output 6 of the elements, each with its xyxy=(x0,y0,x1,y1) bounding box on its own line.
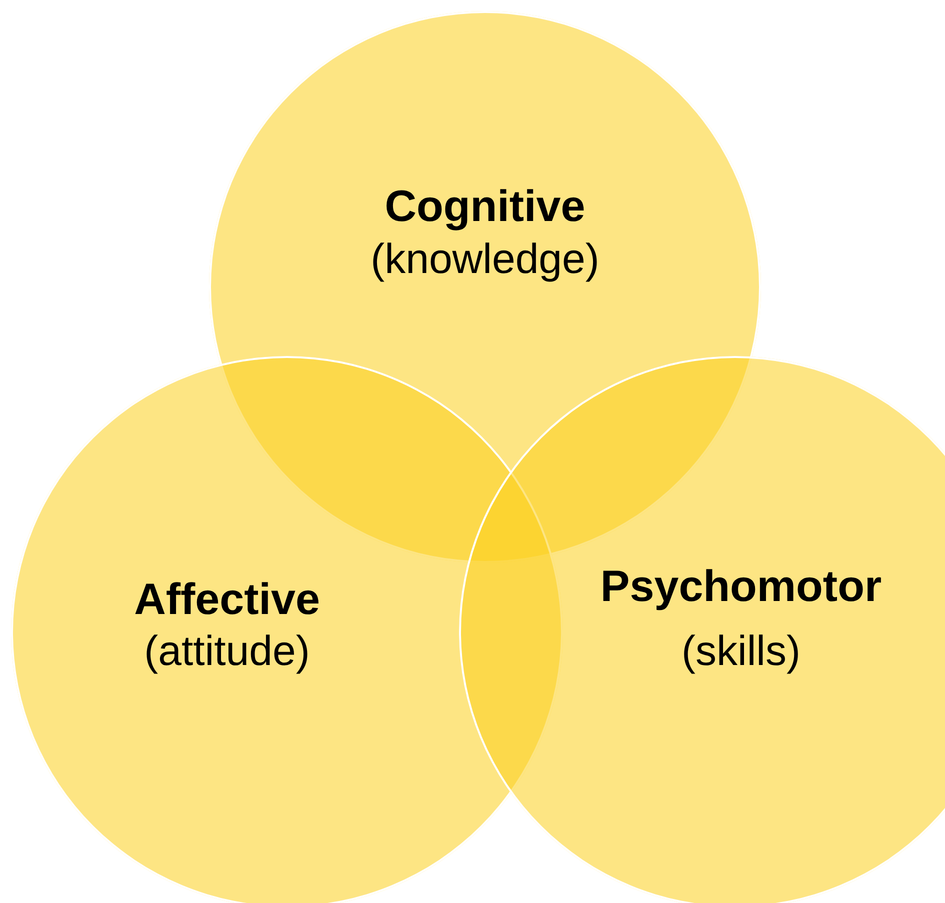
circle-subtitle: (knowledge) xyxy=(370,235,600,283)
circle-title: Cognitive xyxy=(384,182,586,232)
circle-title: Affective xyxy=(133,575,321,625)
circle-subtitle: (skills) xyxy=(680,627,802,675)
circle-title: Psychomotor xyxy=(599,562,883,612)
circle-subtitle: (attitude) xyxy=(143,627,311,675)
